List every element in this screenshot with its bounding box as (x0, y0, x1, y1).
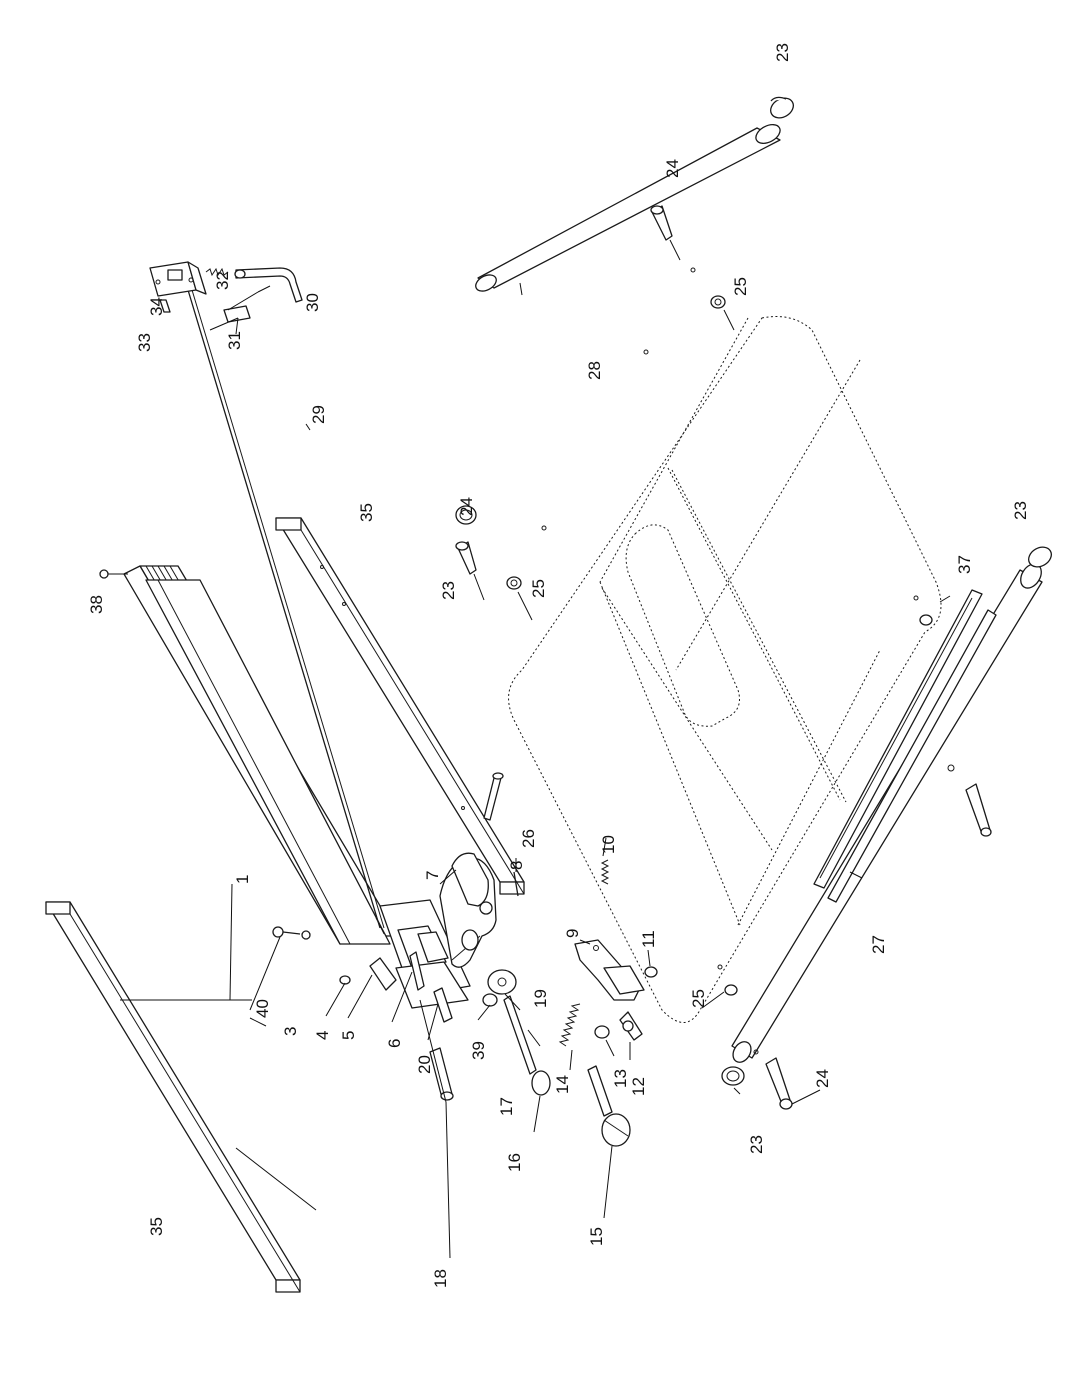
label-18: 18 (431, 1269, 450, 1288)
label-39: 39 (469, 1041, 488, 1060)
screw-26 (483, 772, 504, 821)
label-23-front-right: 23 (1011, 501, 1030, 520)
label-16: 16 (505, 1153, 524, 1172)
fence-face-plate (145, 579, 391, 945)
washer-39 (482, 993, 498, 1007)
front-rail (731, 563, 1043, 1063)
pin-20 (433, 987, 453, 1023)
end-cap-23-front-right (1028, 546, 1052, 568)
clamp-arm (574, 939, 645, 1001)
end-cap-23-rear-right (770, 96, 794, 119)
cam-disk (487, 969, 517, 995)
label-11: 11 (639, 930, 658, 948)
label-25-rear-top: 25 (731, 277, 750, 296)
label-28: 28 (585, 361, 604, 380)
label-5: 5 (339, 1031, 358, 1040)
label-13: 13 (611, 1069, 630, 1088)
label-35-lower: 35 (147, 1217, 166, 1236)
pin-8 (513, 871, 519, 897)
label-20: 20 (415, 1055, 434, 1074)
label-35-upper: 35 (357, 503, 376, 522)
label-17: 17 (497, 1097, 516, 1116)
end-cap-23-front-left (721, 1066, 745, 1086)
bolt-24-front-right (965, 783, 992, 837)
label-23-top: 23 (773, 43, 792, 62)
nut-25-rear-top (710, 295, 735, 331)
wood-board-35-lower (45, 901, 301, 1293)
cam-shaft-knob (503, 995, 551, 1096)
label-25-front-left: 25 (689, 989, 708, 1008)
label-27: 27 (869, 935, 888, 954)
bolt-24-rear-mid (455, 541, 485, 601)
label-6: 6 (385, 1039, 404, 1048)
label-23-rear-mid: 23 (439, 581, 458, 600)
lock-rod (181, 269, 385, 929)
rear-clamp-assembly (149, 261, 303, 335)
nut-25-front-right (913, 595, 933, 626)
nut-25-front-left (717, 964, 738, 996)
label-24-rear-top: 24 (663, 159, 682, 178)
label-15: 15 (587, 1227, 606, 1246)
label-23-front-left: 23 (747, 1135, 766, 1154)
label-10: 10 (599, 835, 618, 854)
wood-board-35-upper (275, 517, 525, 895)
label-4: 4 (313, 1031, 332, 1040)
fence-head (379, 852, 497, 1009)
screw-38 (99, 569, 128, 579)
rear-rail (475, 124, 781, 531)
label-26: 26 (519, 829, 538, 848)
small-hardware (272, 926, 397, 991)
spring-10 (600, 837, 610, 885)
label-19: 19 (531, 989, 550, 1008)
table-top (508, 316, 942, 1023)
label-25-rear-mid: 25 (529, 579, 548, 598)
nut-13 (594, 1025, 610, 1039)
label-12: 12 (629, 1077, 648, 1096)
label-32: 32 (213, 271, 232, 290)
bolt-24-front-left (765, 1057, 793, 1110)
label-37: 37 (955, 555, 974, 574)
label-40: 40 (253, 999, 272, 1018)
nut-25-rear-mid (506, 576, 533, 621)
rip-scale (813, 589, 997, 903)
nut-11 (644, 966, 658, 978)
end-cap-23-rear-left (455, 505, 477, 525)
label-7: 7 (423, 871, 442, 880)
label-29: 29 (309, 405, 328, 424)
label-30: 30 (303, 293, 322, 312)
label-1: 1 (233, 875, 252, 884)
bolt-24-rear-top (650, 205, 681, 261)
part-labels: 23 24 25 28 35 24 23 25 23 37 34 32 30 3… (87, 43, 1030, 1288)
label-34: 34 (147, 297, 166, 316)
label-14: 14 (553, 1075, 572, 1094)
pin-6 (409, 951, 425, 991)
label-3: 3 (281, 1027, 300, 1036)
lock-knob-assembly (558, 1003, 631, 1147)
leader-lines (120, 423, 951, 1259)
label-24-rear-mid: 24 (457, 497, 476, 516)
label-24-front-left: 24 (813, 1069, 832, 1088)
label-31: 31 (225, 331, 244, 350)
label-9: 9 (563, 929, 582, 938)
label-8: 8 (507, 861, 526, 870)
screw-12 (619, 1011, 643, 1041)
label-33: 33 (135, 333, 154, 352)
label-38: 38 (87, 595, 106, 614)
